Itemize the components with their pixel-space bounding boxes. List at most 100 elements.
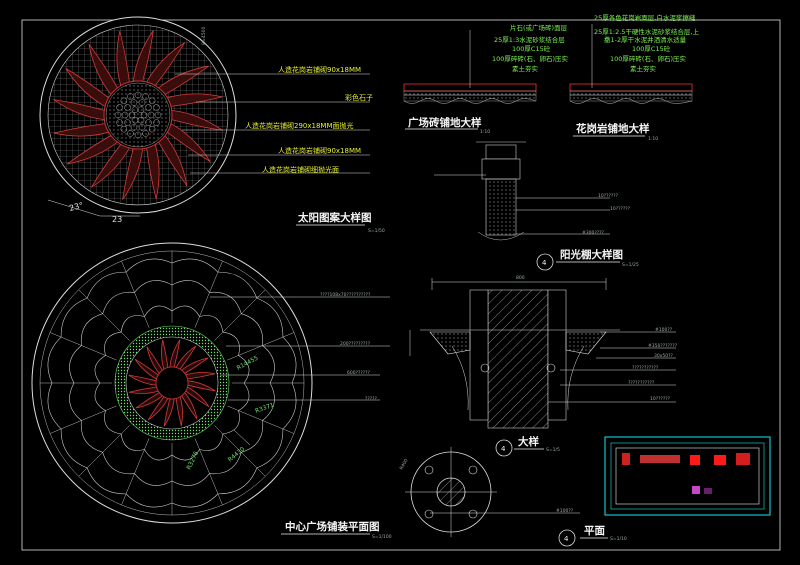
sun-ray xyxy=(146,42,185,87)
plaza-sun-ray xyxy=(146,346,163,374)
redacted-block-6 xyxy=(692,486,700,494)
stone-dot xyxy=(120,125,128,133)
sun-label-3: 人造花岗岩铺砌290x18MM面抛光 xyxy=(245,121,354,130)
plaza-note-2: 200????????? xyxy=(340,341,371,347)
sun-pattern-detail xyxy=(39,16,370,217)
granite-section xyxy=(569,24,693,104)
column-plan xyxy=(405,447,580,537)
detail-note-4: ??????????? xyxy=(632,365,659,371)
plaza-paving-plan xyxy=(31,242,390,524)
sun-label-2: 彩色石子 xyxy=(345,93,373,102)
granite-layer-5: 100厚碎砖(石、卵石)压实 xyxy=(610,54,686,63)
granite-layer-6: 素土夯实 xyxy=(630,64,657,73)
sun-title: 太阳图案大样图 xyxy=(297,211,372,224)
sun-ray xyxy=(53,123,110,137)
plaza-sun-ray xyxy=(161,339,169,370)
plan-title: 平面 xyxy=(584,525,605,537)
detail-note-6: 10?????? xyxy=(650,396,671,402)
plaza-sun-ray xyxy=(181,392,198,420)
detail-marker-circle-3 xyxy=(558,529,576,547)
stone-dot xyxy=(145,104,152,111)
plaza-sun-ray xyxy=(147,396,169,421)
stone-dot xyxy=(138,99,146,106)
square-brick-section xyxy=(403,30,537,104)
large-detail-title: 大样 xyxy=(518,435,539,448)
detail-marker-number-2: 4 xyxy=(501,445,506,453)
detail-marker-circle xyxy=(536,253,554,271)
stone-dot xyxy=(116,119,123,126)
detail-note-3: 30x50?? xyxy=(654,353,674,359)
col-dim-2: 10?????? xyxy=(610,206,631,212)
plaza-sun-ray xyxy=(181,357,209,374)
plaza-sun-ray xyxy=(185,386,210,408)
brick-title: 广场砖铺地大样 xyxy=(408,116,482,129)
stone-dot xyxy=(140,111,148,119)
stone-dot xyxy=(114,111,122,119)
sunshade-column-detail xyxy=(434,141,610,241)
redacted-block-4 xyxy=(714,455,726,465)
plaza-petal-ring xyxy=(94,305,250,461)
plaza-sun-ray xyxy=(134,358,159,380)
sun-scale: S=1/50 xyxy=(368,228,385,234)
plan-dim: R400 xyxy=(399,458,410,471)
plaza-sun-ray xyxy=(187,380,216,392)
stone-dot xyxy=(128,111,136,119)
stone-dot xyxy=(142,130,149,137)
stone-dot xyxy=(154,111,162,119)
sun-ray xyxy=(116,30,130,87)
plan-scale: S=1/10 xyxy=(610,536,627,542)
title-block xyxy=(604,436,771,516)
brick-layer-2: 25厚1:3水泥砂浆结合层 xyxy=(494,35,565,44)
plaza-sun-ray xyxy=(185,372,216,380)
plaza-petal-ring xyxy=(69,280,275,486)
granite-layer-2: 25厚1:2.5干硬性水泥砂浆结合层,上 xyxy=(594,27,699,36)
stone-dot xyxy=(124,119,131,126)
stone-dot xyxy=(153,104,160,111)
brick-layer-4: 100厚碎砖(石、卵石)压实 xyxy=(492,54,568,63)
stone-dot xyxy=(145,119,152,126)
stone-dot xyxy=(153,119,160,126)
sun-ray xyxy=(166,93,223,107)
plaza-sun-ray xyxy=(175,396,183,427)
sun-ray xyxy=(122,148,144,200)
granite-title: 花岗岩铺地大样 xyxy=(576,122,650,135)
brick-scale: 1:10 xyxy=(480,129,490,135)
plaza-sun-ray xyxy=(163,398,175,427)
plaza-sun-ray xyxy=(175,345,197,370)
col-dim-3: #300???? xyxy=(582,230,605,236)
plaza-note-4: ????? xyxy=(365,396,378,402)
sunshade-scale: S=1/25 xyxy=(622,262,639,268)
stone-dot xyxy=(147,111,155,119)
brick-layer-5: 素土夯实 xyxy=(512,64,539,73)
stone-dot xyxy=(127,93,134,100)
sunshade-title: 阳光棚大样图 xyxy=(560,248,623,261)
detail-marker-number-3: 4 xyxy=(564,535,569,543)
sun-label-1: 人造花岗岩铺砌90x18MM xyxy=(278,65,361,74)
sun-ray xyxy=(171,109,223,131)
stone-dot xyxy=(124,104,131,111)
large-detail-scale: S=1/5 xyxy=(546,447,560,453)
brick-layer-3: 100厚C15砼 xyxy=(512,44,551,53)
granite-layer-1: 25厚各色花岗岩面层,白水泥浆擦缝 xyxy=(594,13,696,22)
stone-dot xyxy=(131,116,139,124)
plaza-sun-ray xyxy=(128,374,157,386)
sun-ray xyxy=(166,123,211,162)
brick-layer-1: 片石(或广场砖)面层 xyxy=(510,23,568,32)
stone-dot xyxy=(130,124,138,131)
sun-ray xyxy=(132,30,154,82)
stone-dot xyxy=(134,131,142,139)
col-dim-1: 10?????? xyxy=(598,193,619,199)
stone-dot xyxy=(137,106,145,114)
sun-label-5: 人造花岗岩铺砌细抛光面 xyxy=(262,165,339,174)
sheet-frame xyxy=(21,19,781,551)
stone-dot xyxy=(116,104,123,111)
detail-note-2: #350??????? xyxy=(648,343,678,349)
sun-ray xyxy=(146,143,160,200)
stone-dot xyxy=(121,111,129,119)
plaza-sun-ray xyxy=(128,386,159,394)
sun-dim-2: 23 xyxy=(112,215,122,224)
redacted-block-2 xyxy=(640,455,680,463)
sun-ray xyxy=(158,134,188,186)
sun-label-4: 人造花岗岩铺砌90x18MM xyxy=(278,146,361,155)
